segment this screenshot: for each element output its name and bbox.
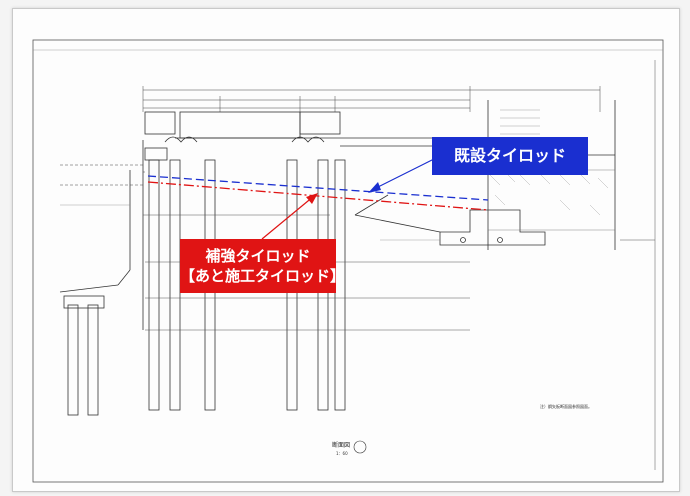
level-marks: [60, 164, 145, 186]
existing-callout-arrow: [368, 155, 441, 193]
drawing-sheet: [12, 8, 680, 492]
existing-tie-rod-callout: 既設タイロッド: [432, 137, 588, 175]
annotation-leaders: [60, 109, 540, 241]
reinforce-callout-arrow: [261, 193, 318, 240]
left-wall: [59, 140, 144, 330]
existing-tie-rod-label: 既設タイロッド: [453, 146, 566, 165]
dimension-lines: [142, 86, 601, 112]
reinforce-tie-rod: [147, 181, 489, 211]
drawing-note: 注）鋼矢板断面図参照図面。: [540, 403, 592, 409]
reinforce-tie-rod-callout: 補強タイロッド 【あと施工タイロッド】: [180, 239, 346, 293]
section-title: 断面図: [332, 441, 350, 449]
reinforce-tie-rod-sublabel: 【あと施工タイロッド】: [180, 267, 346, 285]
deck-structure: [144, 111, 470, 161]
section-scale: 1：60: [336, 451, 348, 456]
anchor-block: [354, 100, 616, 250]
existing-tie-rod: [147, 175, 489, 201]
drawing-frame: [32, 39, 664, 483]
ground-hatch: [487, 169, 616, 231]
section-marker-icon: [353, 440, 367, 454]
reinforce-tie-rod-label: 補強タイロッド: [205, 247, 311, 265]
